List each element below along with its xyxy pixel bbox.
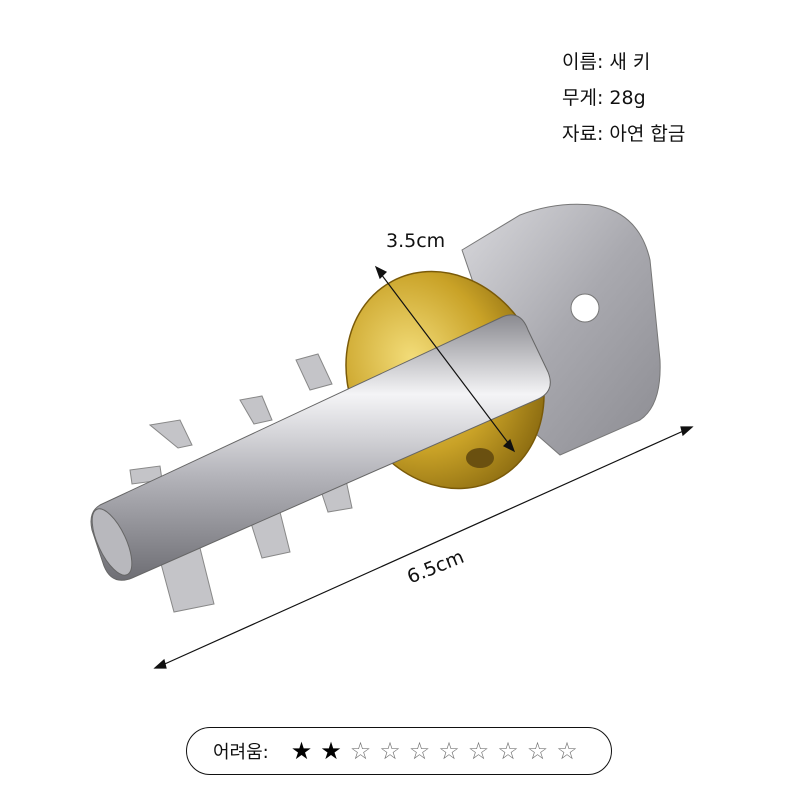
width-arrow: [377, 269, 513, 449]
difficulty-rating: 어려움: ★★☆☆☆☆☆☆☆☆: [186, 727, 612, 775]
width-label: 3.5cm: [386, 230, 446, 252]
key-hole: [570, 293, 600, 323]
spec-material: 자료: 아연 합금: [562, 123, 686, 145]
difficulty-label: 어려움:: [213, 742, 269, 763]
star-empty-icon: ☆: [438, 737, 460, 765]
star-empty-icon: ☆: [379, 737, 401, 765]
star-filled-icon: ★: [320, 737, 342, 765]
star-empty-icon: ☆: [467, 737, 490, 765]
dimension-lines: [153, 265, 694, 669]
spec-name: 이름: 새 키: [562, 51, 651, 73]
star-empty-icon: ☆: [497, 737, 519, 765]
product-specs: 이름: 새 키 무게: 28g 자료: 아연 합금: [562, 44, 685, 152]
star-empty-icon: ☆: [408, 737, 431, 765]
star-empty-icon: ☆: [349, 737, 372, 765]
length-arrow: [157, 427, 691, 668]
star-empty-icon: ☆: [526, 737, 549, 765]
spec-weight: 무게: 28g: [562, 87, 646, 109]
star-rating: ★★☆☆☆☆☆☆☆☆: [287, 739, 582, 763]
star-filled-icon: ★: [290, 737, 313, 765]
key-shaft: [90, 314, 551, 581]
star-empty-icon: ☆: [556, 737, 578, 765]
